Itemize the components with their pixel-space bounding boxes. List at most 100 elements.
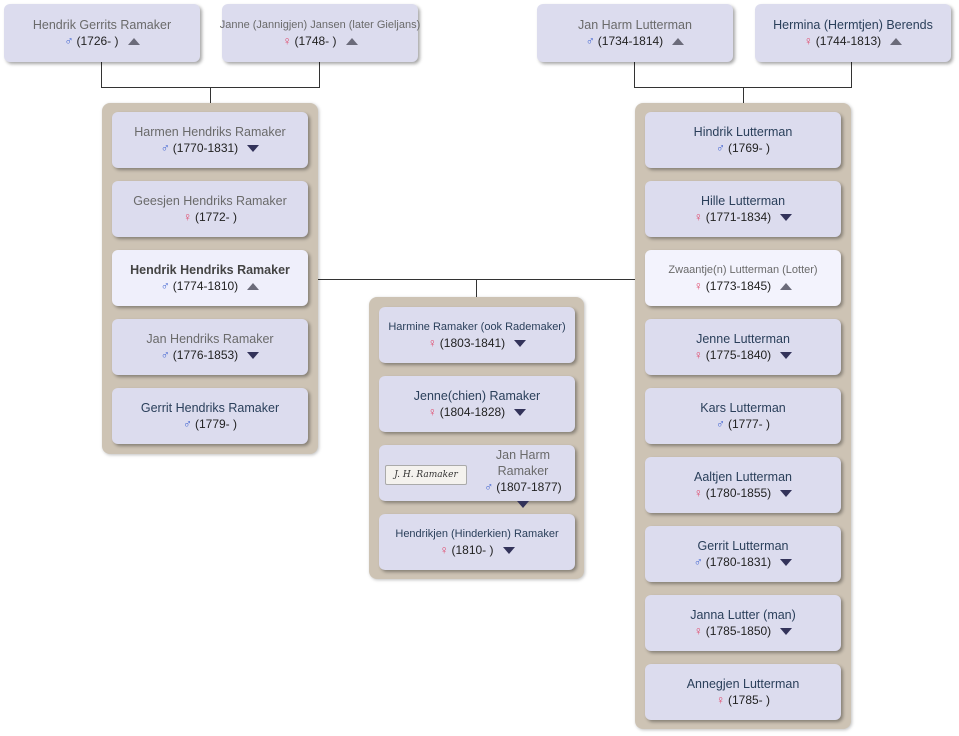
expand-down-icon[interactable]	[780, 489, 793, 497]
female-icon: ♀	[427, 336, 437, 350]
expand-down-icon[interactable]	[517, 501, 529, 508]
connector-line	[101, 61, 102, 87]
expand-up-icon[interactable]	[127, 37, 140, 45]
person-name: Hermina (Hermtjen) Berends	[773, 18, 933, 32]
person-name: Janna Lutter (man)	[690, 608, 796, 622]
connector-line	[634, 61, 635, 87]
person-name: Janne (Jannigjen) Jansen (later Gieljans…	[219, 19, 421, 31]
person-dates: (1748- )	[294, 34, 337, 48]
person-card[interactable]: Hermina (Hermtjen) Berends ♀ (1744-1813)	[755, 4, 951, 62]
female-icon: ♀	[427, 405, 437, 419]
male-icon: ♂	[715, 417, 725, 431]
person-name: Harmen Hendriks Ramaker	[134, 125, 286, 139]
person-dates: (1771-1834)	[705, 210, 772, 224]
expand-down-icon[interactable]	[247, 351, 260, 359]
person-name: Jenne Lutterman	[696, 332, 790, 346]
expand-down-icon[interactable]	[247, 144, 260, 152]
person-card[interactable]: Hille Lutterman ♀ (1771-1834)	[645, 181, 841, 237]
person-card[interactable]: Gerrit Hendriks Ramaker ♂ (1779- )	[112, 388, 308, 444]
connector-line	[319, 61, 320, 87]
focus-person-card[interactable]: Hendrik Hendriks Ramaker ♂ (1774-1810)	[112, 250, 308, 306]
person-dates: (1803-1841)	[439, 336, 506, 350]
person-name: Hendrik Hendriks Ramaker	[130, 263, 290, 277]
person-name: Jenne(chien) Ramaker	[413, 389, 541, 403]
person-info: ♀ (1775-1840)	[693, 347, 793, 363]
person-card[interactable]: Gerrit Lutterman ♂ (1780-1831)	[645, 526, 841, 582]
person-dates: (1776-1853)	[172, 348, 239, 362]
person-card[interactable]: Kars Lutterman ♂ (1777- )	[645, 388, 841, 444]
person-card[interactable]: Janne (Jannigjen) Jansen (later Gieljans…	[219, 4, 421, 62]
female-icon: ♀	[282, 34, 292, 48]
male-icon: ♂	[160, 279, 170, 293]
person-info: ♂ (1777- )	[716, 416, 770, 432]
person-card[interactable]: Hindrik Lutterman ♂ (1769- )	[645, 112, 841, 168]
person-card[interactable]: Janna Lutter (man) ♀ (1785-1850)	[645, 595, 841, 651]
expand-up-icon[interactable]	[780, 282, 793, 290]
person-card[interactable]: Aaltjen Lutterman ♀ (1780-1855)	[645, 457, 841, 513]
person-dates: (1773-1845)	[705, 279, 772, 293]
female-icon: ♀	[693, 486, 703, 500]
expand-down-icon[interactable]	[780, 627, 793, 635]
person-info: ♀ (1810- )	[439, 542, 515, 558]
person-name-line1: Jan Harm	[495, 448, 551, 462]
expand-down-icon[interactable]	[514, 408, 527, 416]
person-dates: (1780-1855)	[705, 486, 772, 500]
female-icon: ♀	[182, 210, 192, 224]
expand-up-icon[interactable]	[345, 37, 358, 45]
person-card[interactable]: J. H. Ramaker Jan Harm Ramaker ♂ (1807-1…	[379, 445, 575, 508]
expand-up-icon[interactable]	[890, 37, 903, 45]
connector-line	[743, 87, 744, 103]
person-dates: (1734-1814)	[597, 34, 664, 48]
expand-down-icon[interactable]	[780, 351, 793, 359]
person-dates: (1785- )	[727, 693, 771, 707]
male-icon: ♂	[160, 348, 170, 362]
person-info: ♂ (1780-1831)	[693, 554, 793, 570]
person-dates: (1769- )	[727, 141, 771, 155]
female-icon: ♀	[693, 348, 703, 362]
person-info: ♀ (1772- )	[183, 209, 237, 225]
male-icon: ♂	[160, 141, 170, 155]
expand-up-icon[interactable]	[672, 37, 685, 45]
person-card[interactable]: Hendrik Gerrits Ramaker ♂ (1726- )	[4, 4, 200, 62]
person-name: Hille Lutterman	[700, 194, 786, 208]
person-name: Aaltjen Lutterman	[694, 470, 792, 484]
person-name: Hendrik Gerrits Ramaker	[32, 18, 172, 32]
focus-person-card[interactable]: Zwaantje(n) Lutterman (Lotter) ♀ (1773-1…	[645, 250, 841, 306]
marriage-line	[308, 279, 646, 280]
person-dates: (1726- )	[76, 34, 119, 48]
person-dates: (1775-1840)	[705, 348, 772, 362]
person-name: Hindrik Lutterman	[693, 125, 793, 139]
expand-down-icon[interactable]	[780, 213, 793, 221]
signature-image: J. H. Ramaker	[385, 465, 467, 485]
person-card[interactable]: Jenne(chien) Ramaker ♀ (1804-1828)	[379, 376, 575, 432]
person-name: Zwaantje(n) Lutterman (Lotter)	[668, 264, 818, 276]
expand-down-icon[interactable]	[780, 558, 793, 566]
person-card[interactable]: Geesjen Hendriks Ramaker ♀ (1772- )	[112, 181, 308, 237]
female-icon: ♀	[715, 693, 725, 707]
male-icon: ♂	[715, 141, 725, 155]
expand-down-icon[interactable]	[514, 339, 527, 347]
person-name-line2: Ramaker	[497, 464, 549, 478]
person-card[interactable]: Annegjen Lutterman ♀ (1785- )	[645, 664, 841, 720]
person-card[interactable]: Harmen Hendriks Ramaker ♂ (1770-1831)	[112, 112, 308, 168]
person-info: ♂ (1734-1814)	[585, 33, 685, 49]
male-icon: ♂	[585, 34, 595, 48]
expand-up-icon[interactable]	[247, 282, 260, 290]
person-card[interactable]: Jan Harm Lutterman ♂ (1734-1814)	[537, 4, 733, 62]
person-info: ♂ (1726- )	[64, 33, 140, 49]
person-info: ♂ (1774-1810)	[160, 278, 260, 294]
person-card[interactable]: Harmine Ramaker (ook Rademaker) ♀ (1803-…	[379, 307, 575, 363]
person-info: ♀ (1771-1834)	[693, 209, 793, 225]
male-icon: ♂	[693, 555, 703, 569]
person-card[interactable]: Jenne Lutterman ♀ (1775-1840)	[645, 319, 841, 375]
person-card[interactable]: Jan Hendriks Ramaker ♂ (1776-1853)	[112, 319, 308, 375]
person-dates: (1777- )	[727, 417, 771, 431]
person-info: ♂ (1807-1877)	[475, 479, 571, 495]
person-name: Annegjen Lutterman	[686, 677, 800, 691]
female-icon: ♀	[693, 210, 703, 224]
person-name: Gerrit Hendriks Ramaker	[140, 401, 280, 415]
female-icon: ♀	[693, 624, 703, 638]
expand-down-icon[interactable]	[502, 546, 515, 554]
person-card[interactable]: Hendrikjen (Hinderkien) Ramaker ♀ (1810-…	[379, 514, 575, 570]
person-info: ♂ (1769- )	[716, 140, 770, 156]
